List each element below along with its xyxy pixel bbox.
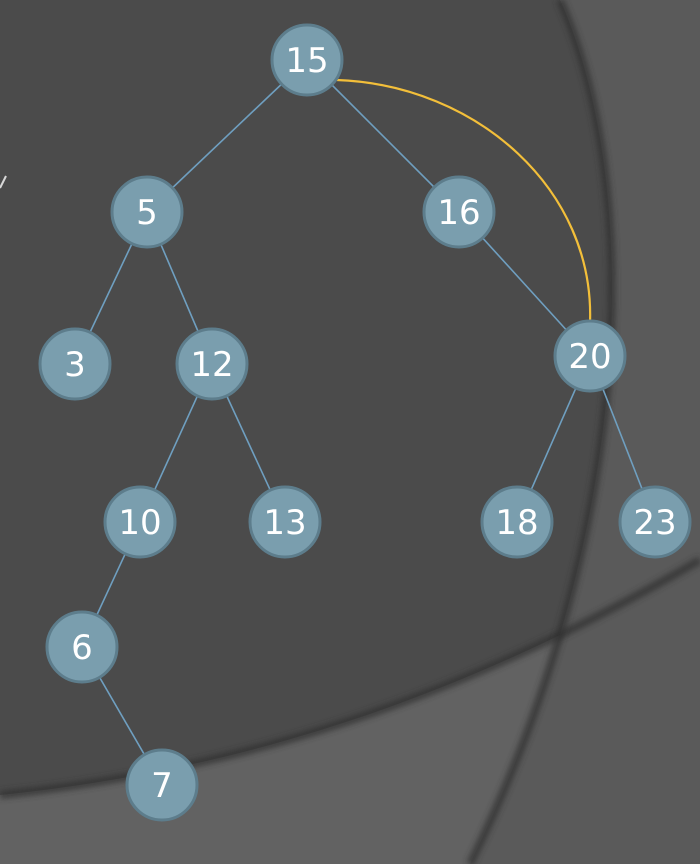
node-circle — [110, 175, 184, 249]
node-group: 15 5 16 3 12 20 10 13 18 23 6 7 — [38, 23, 692, 822]
node-circle — [38, 327, 112, 401]
tree-node-15: 15 — [270, 23, 344, 97]
node-label: 10 — [118, 503, 161, 543]
node-circle — [45, 610, 119, 684]
node-label: 16 — [437, 193, 480, 233]
node-label: 20 — [568, 337, 611, 377]
node-circle — [480, 485, 554, 559]
edge-group — [74, 59, 656, 786]
tree-node-6: 6 — [45, 610, 119, 684]
node-circle — [175, 327, 249, 401]
tree-node-12: 12 — [175, 327, 249, 401]
tree-node-16: 16 — [422, 175, 496, 249]
node-circle — [618, 485, 692, 559]
tree-node-5: 5 — [110, 175, 184, 249]
highlight-edge-15-20 — [336, 78, 592, 324]
node-circle — [248, 485, 322, 559]
node-label: 23 — [633, 503, 676, 543]
tree-node-13: 13 — [248, 485, 322, 559]
tree-node-7: 7 — [125, 748, 199, 822]
node-label: 12 — [190, 345, 233, 385]
node-label: 18 — [495, 503, 538, 543]
node-label: 6 — [71, 628, 93, 668]
tree-node-18: 18 — [480, 485, 554, 559]
node-label: 15 — [285, 41, 328, 81]
tree-node-23: 23 — [618, 485, 692, 559]
edge-15-5 — [146, 59, 308, 213]
node-circle — [125, 748, 199, 822]
node-label: 3 — [64, 345, 86, 385]
node-circle — [422, 175, 496, 249]
node-circle — [270, 23, 344, 97]
tree-node-10: 10 — [103, 485, 177, 559]
node-circle — [103, 485, 177, 559]
node-label: 7 — [151, 766, 173, 806]
node-label: 5 — [136, 193, 158, 233]
tree-node-20: 20 — [553, 319, 627, 393]
highlight-edge-group — [336, 78, 592, 324]
node-label: 13 — [263, 503, 306, 543]
node-circle — [553, 319, 627, 393]
tree-node-3: 3 — [38, 327, 112, 401]
